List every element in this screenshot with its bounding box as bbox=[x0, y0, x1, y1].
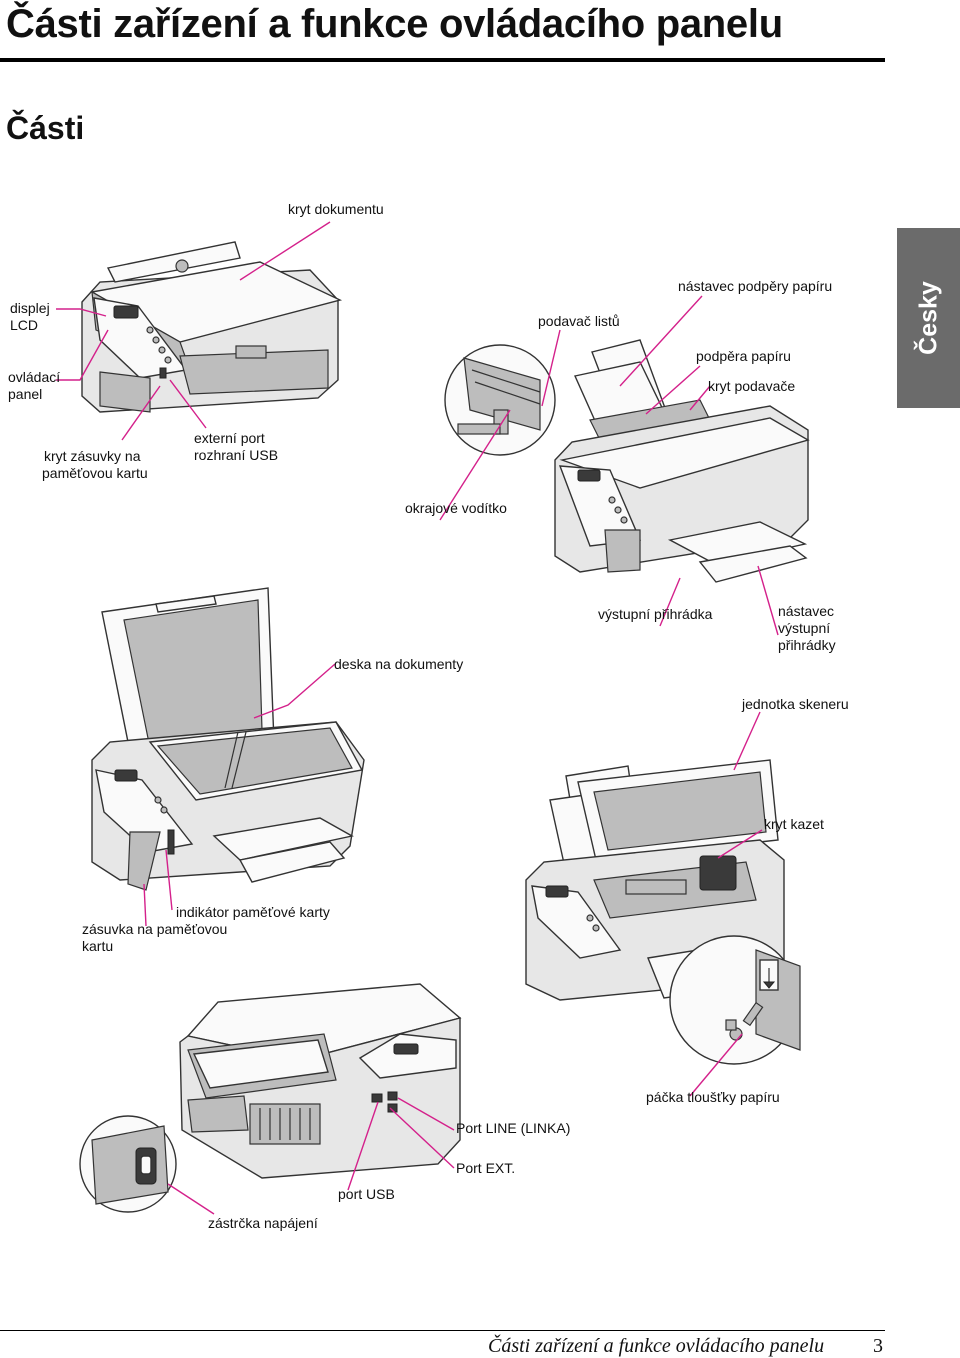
footer-title: Části zařízení a funkce ovládacího panel… bbox=[488, 1335, 825, 1357]
label-thickness-lever: páčka tloušťky papíru bbox=[646, 1089, 780, 1105]
label-output-tray-extension-line2: výstupní bbox=[778, 620, 831, 636]
label-document-table: deska na dokumenty bbox=[334, 656, 464, 672]
edge-guide-inset bbox=[444, 344, 556, 456]
label-control-panel: ovládací bbox=[8, 369, 61, 385]
label-paper-support: podpěra papíru bbox=[696, 348, 791, 364]
label-usb-port: port USB bbox=[338, 1186, 395, 1202]
label-control-panel-line2: panel bbox=[8, 386, 43, 402]
label-memory-card-light: indikátor paměťové karty bbox=[176, 904, 330, 920]
label-paper-support-extension: nástavec podpěry papíru bbox=[678, 278, 833, 294]
label-memory-card-slot-line2: kartu bbox=[82, 938, 114, 954]
printer-scanner-open-view bbox=[525, 759, 785, 1001]
label-memory-card-slot: zásuvka na paměťovou bbox=[82, 921, 228, 937]
label-cartridge-cover: kryt kazet bbox=[764, 816, 824, 832]
footer-rule bbox=[0, 1330, 885, 1331]
label-ac-inlet: zástrčka napájení bbox=[208, 1215, 318, 1231]
label-lcd-display: displej bbox=[10, 300, 50, 316]
printer-feeder-view bbox=[554, 339, 810, 583]
language-tab[interactable]: Česky bbox=[897, 228, 960, 408]
document-cover-top bbox=[106, 241, 241, 283]
printer-front-view bbox=[81, 241, 343, 413]
label-edge-guide: okrajové vodítko bbox=[405, 500, 507, 516]
page-number: 3 bbox=[873, 1335, 883, 1357]
printer-open-cover-view bbox=[91, 587, 365, 891]
printer-rear-view bbox=[179, 983, 462, 1179]
label-document-cover: kryt dokumentu bbox=[288, 201, 384, 217]
ac-inlet-inset bbox=[79, 1115, 177, 1213]
lcd-screen bbox=[113, 305, 139, 319]
label-scanner-unit: jednotka skeneru bbox=[742, 696, 849, 712]
label-feeder-guard: kryt podavače bbox=[708, 378, 796, 394]
cartridge-holder bbox=[699, 855, 737, 891]
label-sheet-feeder: podavač listů bbox=[538, 313, 620, 329]
thickness-lever-inset bbox=[669, 935, 801, 1065]
section-title: Části bbox=[6, 110, 85, 146]
title-rule bbox=[0, 58, 885, 62]
label-ext-port: Port EXT. bbox=[456, 1160, 516, 1176]
label-external-usb: externí port bbox=[194, 430, 265, 446]
label-lcd-display-line2: LCD bbox=[10, 317, 39, 333]
label-output-tray-extension: nástavec bbox=[778, 603, 835, 619]
label-external-usb-line2: rozhraní USB bbox=[194, 447, 279, 463]
label-card-slot-cover: kryt zásuvky na bbox=[44, 448, 141, 464]
page-title: Části zařízení a funkce ovládacího panel… bbox=[6, 2, 783, 46]
label-card-slot-cover-line2: paměťovou kartu bbox=[42, 465, 148, 481]
callout-lines bbox=[56, 221, 779, 1215]
label-line-port: Port LINE (LINKA) bbox=[456, 1120, 571, 1136]
label-output-tray-extension-line3: přihrádky bbox=[778, 637, 836, 653]
label-output-tray: výstupní přihrádka bbox=[598, 606, 713, 622]
